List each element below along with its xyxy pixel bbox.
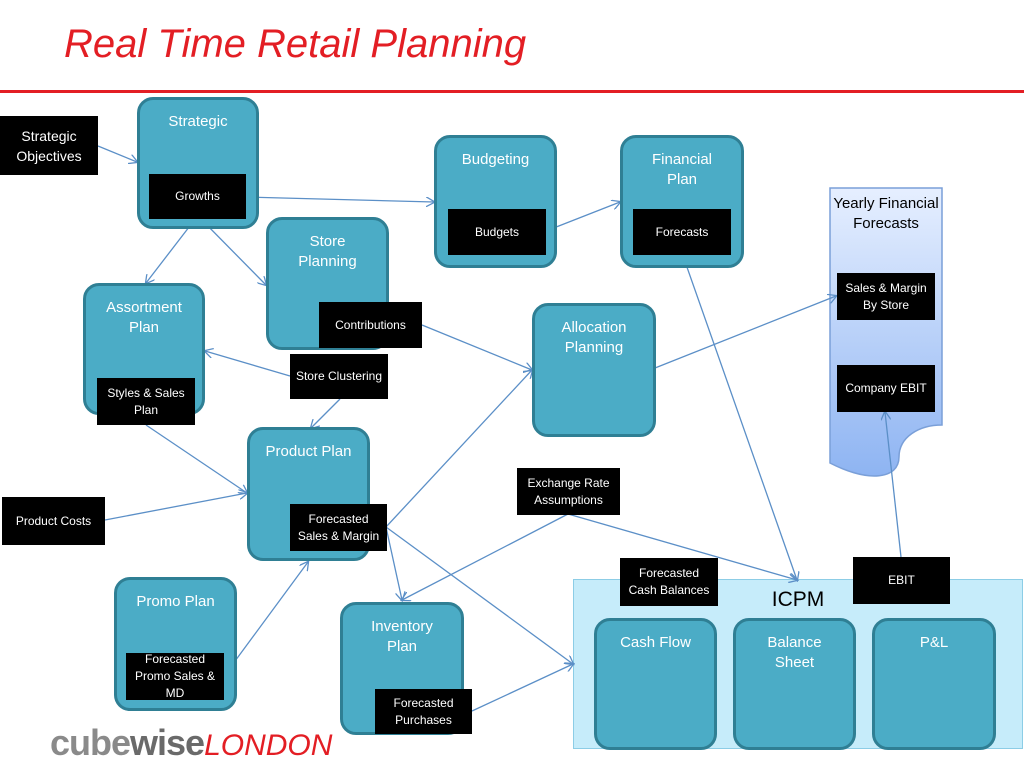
strategic-node-label: Strategic bbox=[168, 113, 228, 130]
arrow-styles-to-product bbox=[145, 424, 247, 493]
growths-label: Growths bbox=[149, 174, 246, 219]
forecasted-purchases-label: Forecasted Purchases bbox=[375, 689, 472, 734]
pl-node-label: P&L bbox=[919, 634, 949, 651]
styles-sales-plan-label: Styles & Sales Plan bbox=[97, 378, 195, 425]
arrow-sales-to-allocation bbox=[385, 370, 532, 528]
arrow-budgets-to-financial bbox=[545, 202, 620, 232]
exchange-rate-label: Exchange Rate Assumptions bbox=[517, 468, 620, 515]
arrow-exchange-to-inventory bbox=[402, 513, 569, 600]
cash-flow-node-label: Cash Flow bbox=[620, 634, 691, 651]
store-clustering-label: Store Clustering bbox=[290, 354, 388, 399]
slide-title: Real Time Retail Planning bbox=[64, 22, 527, 66]
product-costs-label: Product Costs bbox=[2, 497, 105, 545]
title-divider bbox=[0, 90, 1024, 93]
balance-sheet-node-label: Balance Sheet bbox=[767, 634, 822, 671]
product-plan-node-label: Product Plan bbox=[265, 443, 352, 460]
contributions-label: Contributions bbox=[319, 302, 422, 348]
arrow-allocation-to-yearly bbox=[654, 296, 836, 369]
logo-wise-text: wise bbox=[130, 722, 205, 763]
arrow-clustering-to-product bbox=[311, 398, 341, 428]
arrow-growths-to-store-planning bbox=[199, 217, 266, 285]
company-ebit-label: Company EBIT bbox=[837, 365, 935, 412]
forecasted-cash-balances-label: Forecasted Cash Balances bbox=[620, 558, 718, 606]
arrow-purchases-to-icpm bbox=[471, 664, 573, 712]
arrow-sales-to-inventory bbox=[385, 526, 402, 600]
forecasted-promo-label: Forecasted Promo Sales & MD bbox=[126, 652, 224, 700]
arrow-growths-to-budgeting bbox=[245, 196, 434, 202]
arrow-sales-to-icpm bbox=[385, 526, 573, 664]
sales-margin-by-store-label: Sales & Margin By Store bbox=[837, 273, 935, 320]
store-planning-node-label: Store Planning bbox=[298, 233, 357, 270]
arrow-ebit-to-companyebit bbox=[885, 412, 902, 558]
arrow-forecasts-to-icpm bbox=[681, 252, 797, 580]
logo-london-text: LONDON bbox=[204, 729, 333, 762]
icpm-title: ICPM bbox=[771, 588, 825, 611]
logo-cube-text: cube bbox=[50, 722, 131, 763]
allocation-planning-node: Allocation Planning bbox=[532, 303, 656, 437]
arrow-contributions-to-allocation bbox=[421, 324, 532, 370]
arrow-productcosts-to-product bbox=[104, 493, 247, 521]
forecasted-sales-margin-label: Forecasted Sales & Margin bbox=[290, 504, 387, 551]
strategic-objectives-label: Strategic Objectives bbox=[0, 116, 98, 175]
yearly-forecasts-title: Yearly Financial Forecasts bbox=[833, 195, 939, 232]
ebit-label: EBIT bbox=[853, 557, 950, 604]
balance-sheet-node: Balance Sheet bbox=[733, 618, 856, 750]
cash-flow-node: Cash Flow bbox=[594, 618, 717, 750]
financial-plan-node-label: Financial Plan bbox=[651, 151, 713, 188]
promo-plan-node-label: Promo Plan bbox=[136, 593, 215, 610]
budgets-label: Budgets bbox=[448, 209, 546, 255]
budgeting-node-label: Budgeting bbox=[461, 151, 530, 168]
assortment-plan-node-label: Assortment Plan bbox=[106, 299, 182, 336]
allocation-planning-node-label: Allocation Planning bbox=[561, 319, 627, 356]
forecasts-label: Forecasts bbox=[633, 209, 731, 255]
arrow-promo-to-product bbox=[223, 562, 308, 677]
cubewise-logo: cubewiseLONDON bbox=[50, 722, 332, 764]
arrow-objectives-to-strategic bbox=[97, 145, 137, 162]
arrow-exchange-to-icpm bbox=[567, 513, 797, 580]
pl-node: P&L bbox=[872, 618, 996, 750]
inventory-plan-node-label: Inventory Plan bbox=[371, 618, 433, 655]
arrow-clustering-to-assortment bbox=[205, 351, 291, 377]
